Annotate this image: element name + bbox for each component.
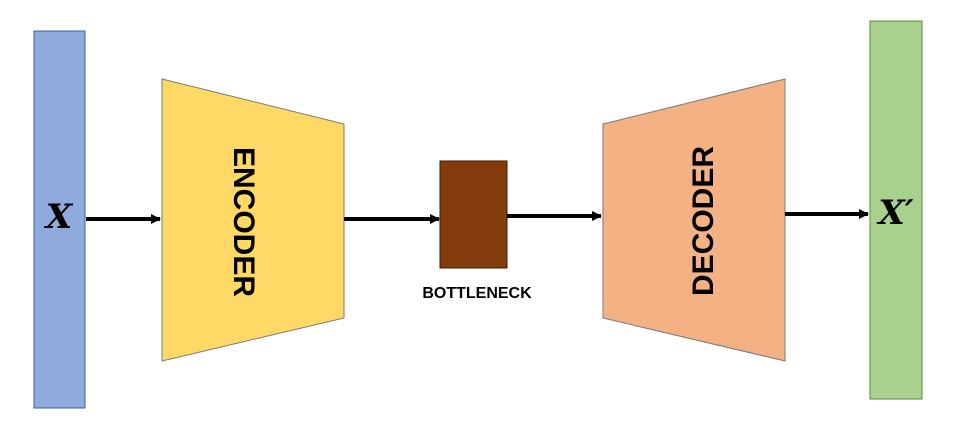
output-block xyxy=(869,20,923,400)
encoder-block xyxy=(161,78,345,362)
input-block xyxy=(33,30,86,409)
encoder-label: ENCODER xyxy=(227,147,260,297)
input-label: X xyxy=(44,197,74,237)
decoder-label: DECODER xyxy=(687,146,720,296)
output-label: X′ xyxy=(876,193,913,233)
bottleneck-block xyxy=(439,160,508,269)
decoder-block xyxy=(602,78,786,362)
bottleneck-label: BOTTLENECK xyxy=(422,285,532,302)
